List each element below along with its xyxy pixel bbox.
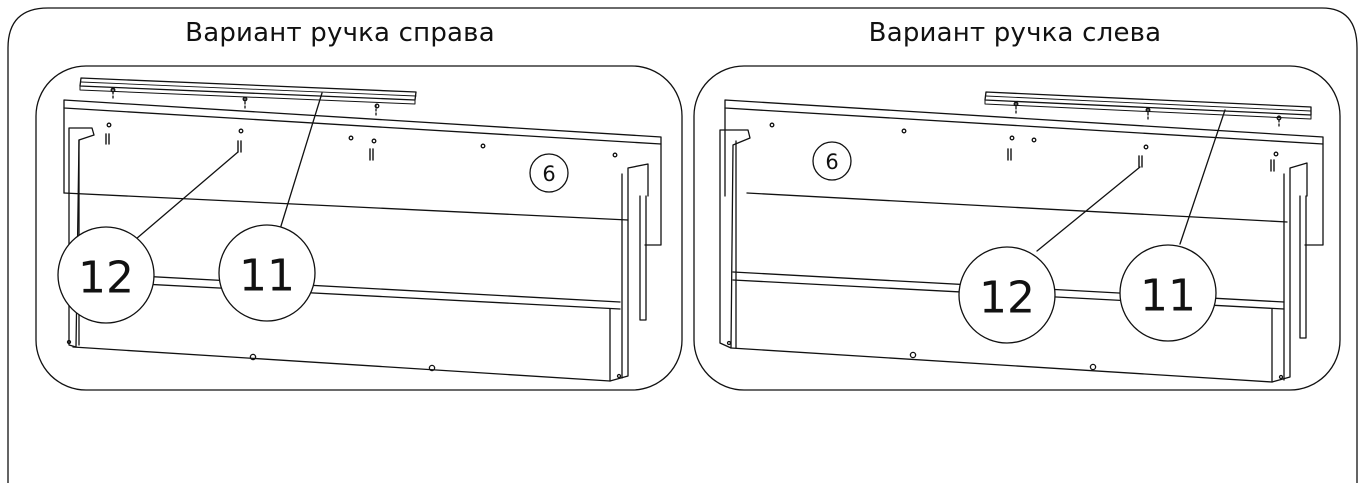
- front-panel: [63, 99, 662, 145]
- right-panel-frame: [693, 65, 1341, 391]
- side-wall-left: [719, 129, 751, 349]
- callout-12: [958, 246, 1056, 344]
- left-panel-frame: [35, 65, 683, 391]
- screw-icon: [105, 133, 374, 161]
- callout-11: [218, 224, 316, 322]
- callout-label: 12: [78, 253, 134, 304]
- outer-frame: [7, 7, 1358, 484]
- variant-title-right-handle: Вариант ручка справа: [185, 18, 495, 48]
- callout-11: [1119, 244, 1217, 342]
- leader-line-12: [1036, 166, 1141, 252]
- left-panel: [35, 65, 683, 391]
- part-marker-6: [812, 141, 852, 181]
- callout-label: 11: [239, 251, 295, 302]
- left-drawer-body: [63, 77, 662, 382]
- side-wall-right: [1271, 162, 1308, 383]
- leader-line-11: [280, 92, 323, 227]
- leader-line-12: [135, 151, 239, 240]
- part-marker-label: 6: [825, 150, 838, 174]
- callout-12: [57, 226, 155, 324]
- side-wall-right: [609, 163, 649, 382]
- part-marker-6: [529, 153, 569, 193]
- right-panel: [693, 65, 1341, 391]
- leader-line-11: [1179, 109, 1226, 245]
- variant-title-left-handle: Вариант ручка слева: [868, 18, 1162, 48]
- front-panel: [724, 99, 1324, 145]
- screw-icon: [1007, 148, 1275, 172]
- part-marker-label: 6: [542, 162, 555, 186]
- callout-label: 11: [1140, 271, 1196, 322]
- callout-label: 12: [979, 273, 1035, 324]
- bottom-board: [730, 347, 1273, 383]
- bottom-board: [72, 346, 611, 382]
